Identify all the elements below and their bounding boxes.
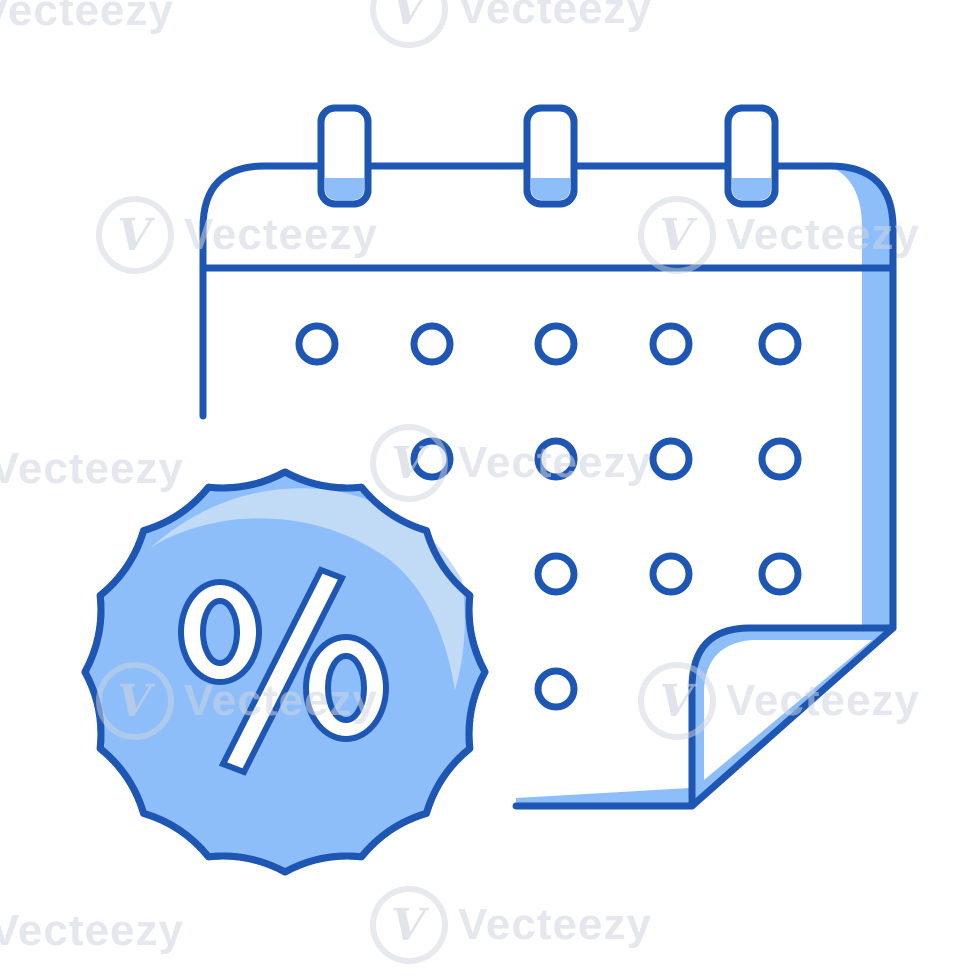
day-dot (534, 437, 578, 481)
day-dot (534, 322, 578, 366)
day-dot (534, 667, 578, 711)
day-dot (410, 322, 454, 366)
calendar-ring-left (317, 104, 372, 208)
discount-badge-icon (81, 468, 489, 876)
calendar-ring-right (724, 104, 779, 208)
badge-highlight (150, 488, 465, 690)
calendar-day-dots (295, 322, 802, 711)
day-dot (758, 322, 802, 366)
calendar-icon (199, 104, 897, 810)
day-dot (649, 437, 693, 481)
day-dot (649, 322, 693, 366)
calendar-side-shade (828, 166, 893, 628)
day-dot (410, 437, 454, 481)
calendar-outline (199, 162, 897, 810)
percent-bottom-hole (325, 653, 367, 723)
calendar-bottom-shade (516, 788, 690, 806)
percent-icon (178, 566, 389, 776)
page-curl-inner (704, 640, 872, 780)
page-curl-outline (688, 624, 897, 810)
calendar-ring-middle (523, 104, 578, 208)
percent-slash (218, 566, 347, 776)
percent-top-hole (200, 598, 240, 666)
badge-outline (81, 468, 489, 876)
day-dot (758, 552, 802, 596)
day-dot (295, 322, 339, 366)
day-dot (758, 437, 802, 481)
day-dot (534, 552, 578, 596)
day-dot (649, 552, 693, 596)
